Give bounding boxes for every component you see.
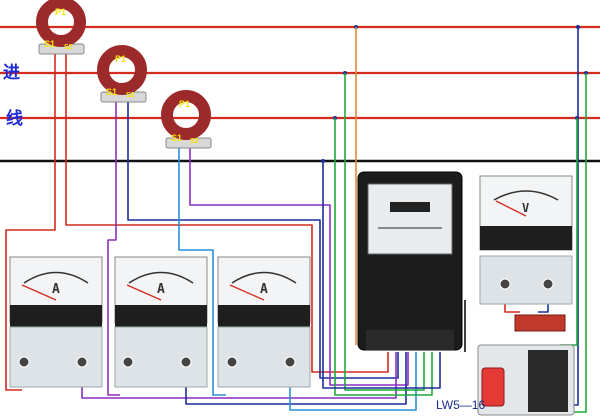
current-transformer-3: P1 S1 S2: [161, 90, 212, 149]
ammeter-terminal-right: [284, 356, 296, 368]
ammeter-base: [218, 305, 310, 327]
ct-s2-label: S2: [190, 138, 199, 145]
energy-meter-window: [367, 183, 453, 255]
switch-model-label: LW5—16: [436, 398, 485, 412]
ct-s1-label: S1: [44, 39, 55, 49]
wire-tap-l3: [334, 118, 433, 396]
voltmeter-unit: V: [522, 201, 529, 215]
ammeter-terminal-right: [180, 356, 192, 368]
ammeter-terminal-left: [122, 356, 134, 368]
ammeter-scale-arc: [23, 271, 89, 284]
ammeter-3: A: [217, 256, 311, 388]
wire-tap-l2: [344, 73, 425, 391]
ct-primary-label: P1: [179, 99, 190, 109]
ct-s1-label: S1: [106, 87, 117, 97]
ct-ring: [161, 90, 211, 140]
voltmeter-base: [480, 226, 572, 250]
energy-meter: [357, 171, 463, 351]
label-incoming-top: 进: [3, 63, 20, 83]
voltmeter-needle: [495, 200, 527, 217]
wire-ct1-s2: [65, 52, 389, 373]
wire-ct2-s1: [107, 100, 120, 396]
junction-dots: [321, 25, 588, 163]
ammeter-terminal-left: [226, 356, 238, 368]
ammeter-2: A: [114, 256, 208, 388]
ammeter-unit: A: [157, 282, 165, 297]
wire-ct2-s2: [127, 100, 399, 379]
energy-meter-terminal-block: [366, 330, 454, 350]
wire-ct3-s1: [178, 145, 226, 396]
selector-switch: LW5—16: [436, 314, 575, 416]
switch-handle: [481, 367, 505, 407]
ct-s1-label: S1: [171, 133, 182, 143]
ammeter-base: [10, 305, 102, 327]
current-transformer-1: P1 S1 S2: [36, 0, 86, 55]
ammeter-socket: [114, 326, 208, 388]
voltmeter-socket: [479, 255, 573, 305]
wire-tap-n: [322, 161, 441, 389]
ammeter-scale-arc: [128, 271, 194, 284]
ammeter-needle: [21, 284, 57, 301]
ct-ring: [36, 0, 86, 47]
energy-meter-register: [390, 202, 430, 212]
voltmeter: V: [479, 175, 573, 305]
voltmeter-terminal-right: [542, 278, 554, 290]
ammeter-scale-arc: [231, 271, 297, 284]
ct-s2-label: S2: [64, 44, 73, 51]
ammeter-base: [115, 305, 207, 327]
ct-ring: [97, 45, 147, 95]
label-incoming-bottom: 线: [6, 108, 23, 129]
ammeter-terminal-right: [76, 356, 88, 368]
ammeter-unit: A: [52, 282, 60, 297]
wire-return-3: [289, 352, 417, 411]
ammeter-1: A: [9, 256, 103, 388]
ammeter-terminal-left: [18, 356, 30, 368]
wire-ct1-s1: [5, 52, 56, 391]
ct-primary-label: P1: [55, 7, 66, 17]
wire-ct3-s2: [189, 145, 409, 386]
ammeter-needle: [126, 284, 162, 301]
voltmeter-terminal-left: [499, 278, 511, 290]
switch-contacts: [528, 350, 568, 412]
ct-primary-label: P1: [115, 54, 126, 64]
ct-s2-label: S2: [126, 92, 135, 99]
switch-terminal-block: [514, 314, 566, 332]
voltmeter-scale-arc: [493, 190, 559, 201]
ammeter-unit: A: [260, 282, 268, 297]
current-transformer-2: P1 S1 S2: [97, 45, 147, 103]
wire-return-2: [185, 352, 407, 405]
incoming-lines: [0, 25, 600, 163]
ammeter-needle: [229, 284, 265, 301]
